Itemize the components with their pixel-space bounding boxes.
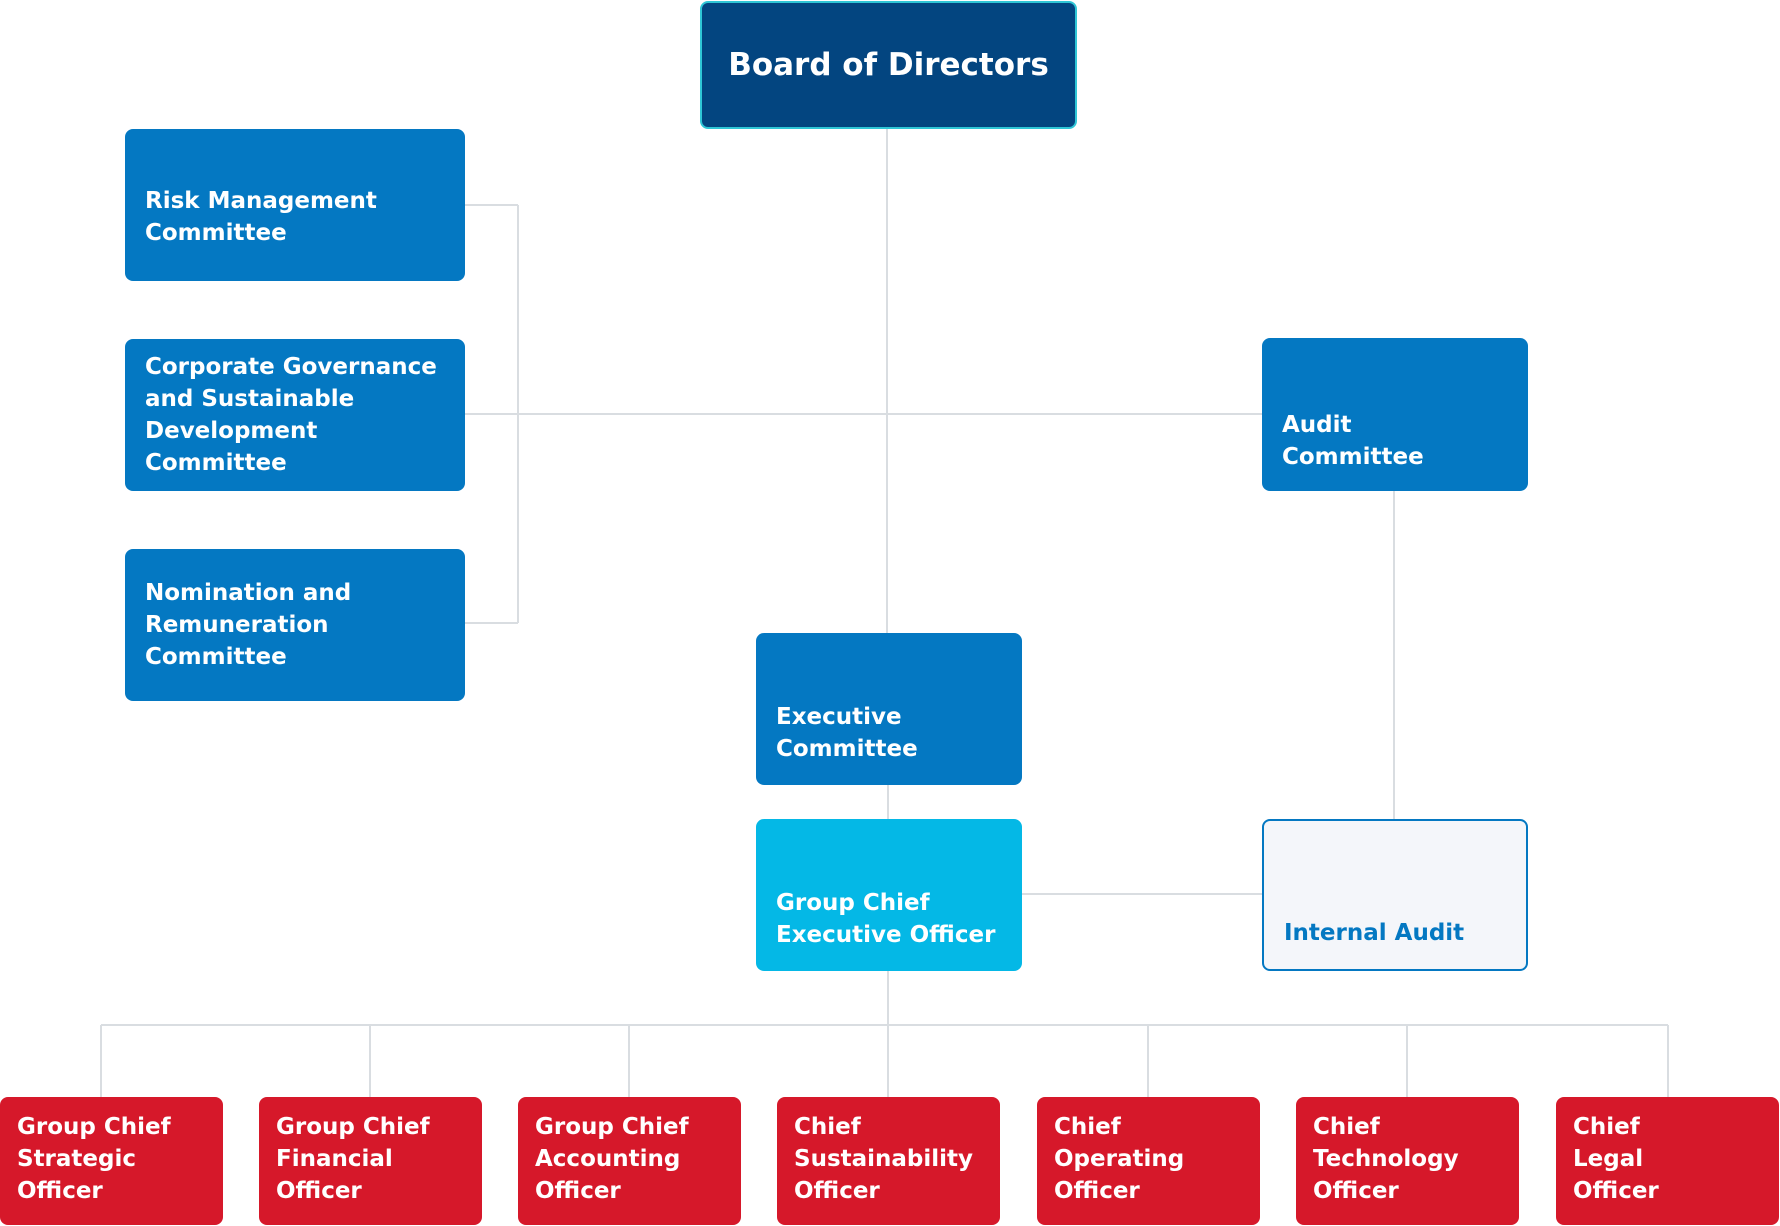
officer-label: Group Chief Strategic Officer xyxy=(17,1114,171,1204)
executive-committee-node: Executive Committee xyxy=(756,633,1022,785)
internal-audit-label: Internal Audit xyxy=(1284,920,1465,946)
audit-committee-label: Audit Committee xyxy=(1282,412,1424,470)
officer-node-operating: Chief Operating Officer xyxy=(1037,1097,1260,1225)
officer-node-strategic: Group Chief Strategic Officer xyxy=(0,1097,223,1225)
board-label: Board of Directors xyxy=(728,47,1049,83)
officer-label: Chief Technology Officer xyxy=(1313,1114,1459,1204)
nomination-remuneration-committee-node: Nomination and Remuneration Committee xyxy=(125,549,465,701)
governance-committee-label: Corporate Governance and Sustainable Dev… xyxy=(145,354,437,476)
officer-label: Chief Sustainability Officer xyxy=(794,1114,974,1204)
officer-node-technology: Chief Technology Officer xyxy=(1296,1097,1519,1225)
group-ceo-label: Group Chief Executive Officer xyxy=(776,890,996,948)
group-ceo-node: Group Chief Executive Officer xyxy=(756,819,1022,971)
risk-committee-label: Risk Management Committee xyxy=(145,188,377,246)
executive-committee-label: Executive Committee xyxy=(776,704,918,762)
officer-node-financial: Group Chief Financial Officer xyxy=(259,1097,482,1225)
board-of-directors-node: Board of Directors xyxy=(700,1,1077,129)
officer-label: Chief Operating Officer xyxy=(1054,1114,1185,1204)
audit-committee-node: Audit Committee xyxy=(1262,338,1528,491)
risk-management-committee-node: Risk Management Committee xyxy=(125,129,465,281)
officer-node-accounting: Group Chief Accounting Officer xyxy=(518,1097,741,1225)
corporate-governance-committee-node: Corporate Governance and Sustainable Dev… xyxy=(125,339,465,491)
officer-node-sustainability: Chief Sustainability Officer xyxy=(777,1097,1000,1225)
nomination-committee-label: Nomination and Remuneration Committee xyxy=(145,580,352,670)
officer-label: Group Chief Accounting Officer xyxy=(535,1114,689,1204)
officer-label: Group Chief Financial Officer xyxy=(276,1114,430,1204)
officer-node-legal: Chief Legal Officer xyxy=(1556,1097,1779,1225)
officer-label: Chief Legal Officer xyxy=(1573,1114,1659,1204)
internal-audit-node: Internal Audit xyxy=(1262,819,1528,971)
